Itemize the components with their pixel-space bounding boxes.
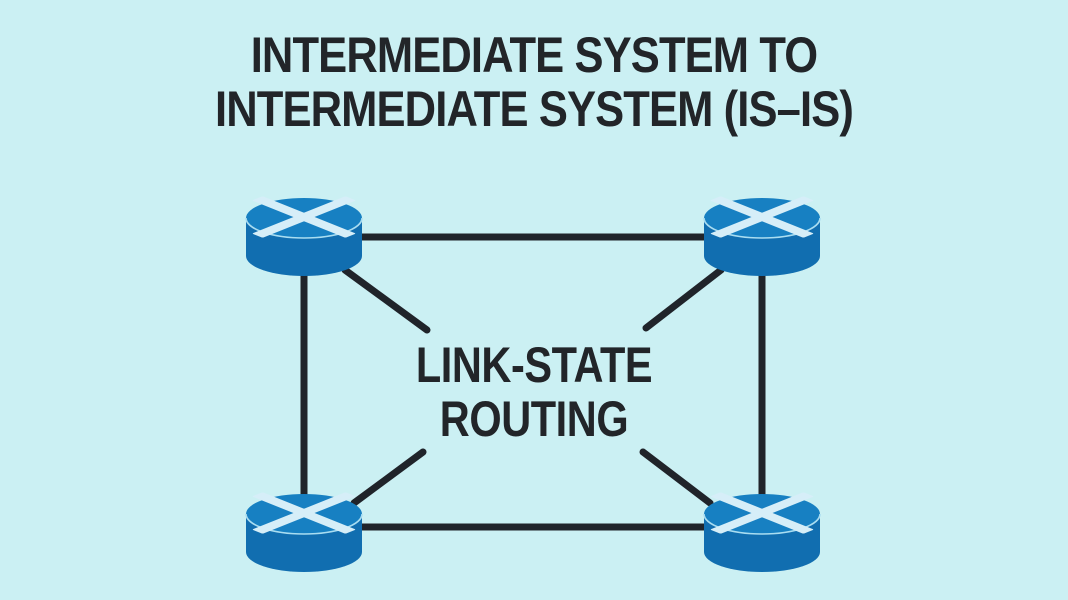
router-node-top-right	[702, 196, 822, 278]
router-icon	[245, 196, 363, 276]
router-node-bottom-right	[702, 492, 822, 574]
router-node-top-left	[244, 196, 364, 278]
title-line-2: INTERMEDIATE SYSTEM (IS–IS)	[215, 81, 854, 137]
router-icon	[703, 492, 821, 572]
title-line-1: INTERMEDIATE SYSTEM TO	[250, 27, 818, 83]
router-icon	[703, 196, 821, 276]
router-node-bottom-left	[244, 492, 364, 574]
link-diagonal-top-right	[642, 266, 725, 332]
center-label: LINK-STATE ROUTING	[91, 338, 977, 446]
center-label-line-1: LINK-STATE	[415, 337, 653, 393]
link-diagonal-top-left	[341, 266, 431, 334]
page-title: INTERMEDIATE SYSTEM TO INTERMEDIATE SYST…	[69, 28, 998, 136]
link-diagonal-bottom-right	[639, 448, 714, 507]
link-diagonal-bottom-left	[350, 448, 427, 507]
router-icon	[245, 492, 363, 572]
center-label-line-2: ROUTING	[439, 391, 629, 447]
